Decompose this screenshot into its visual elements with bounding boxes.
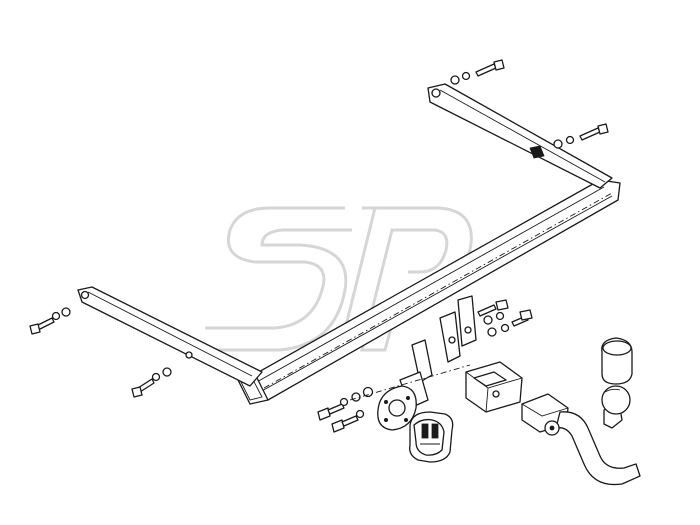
fastener-left-1 <box>29 307 71 335</box>
tow-ball <box>601 385 631 429</box>
right-side-arm <box>427 83 613 189</box>
left-side-arm <box>77 286 263 387</box>
center-bracket <box>411 295 477 383</box>
fastener-top-right-2 <box>553 123 609 149</box>
receiver-housing <box>465 361 523 413</box>
fastener-left-2 <box>131 367 172 398</box>
electrical-socket <box>409 411 454 463</box>
towball-neck <box>521 393 641 486</box>
fastener-center-right <box>477 299 533 337</box>
socket-plate-bracket <box>349 364 471 431</box>
tow-ball-cap <box>601 337 633 385</box>
fastener-center-left <box>317 386 374 433</box>
fastener-top-right-1 <box>450 59 505 85</box>
